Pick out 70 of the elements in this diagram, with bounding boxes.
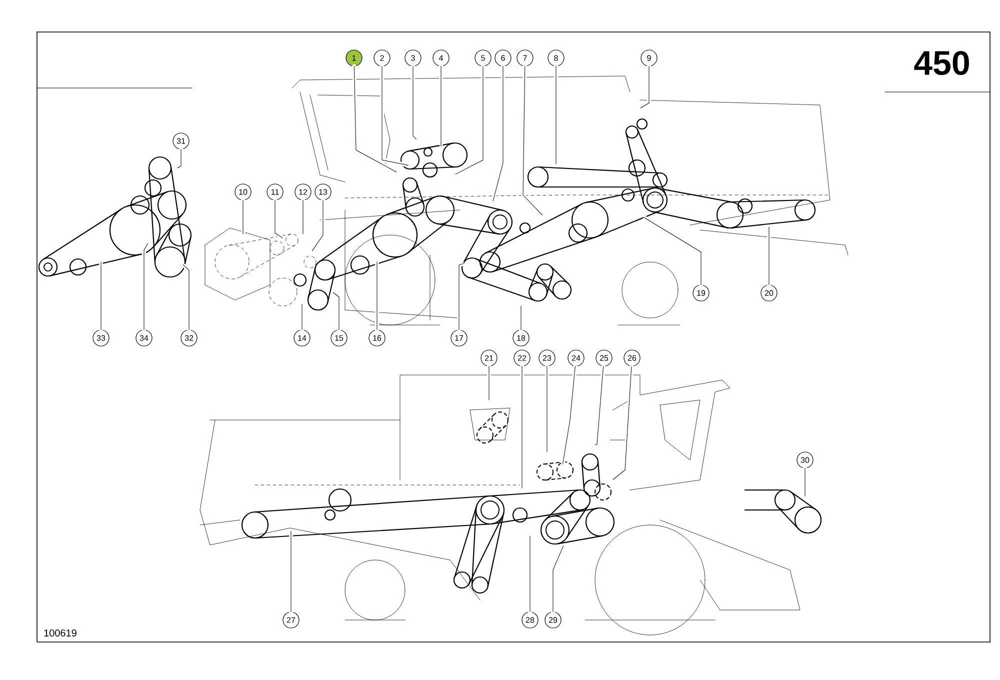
callout-number: 10 (234, 184, 252, 200)
callout-number: 31 (172, 132, 190, 150)
callout-number: 2 (374, 50, 390, 66)
callout-number: 3 (404, 50, 422, 66)
callout-number: 17 (450, 330, 468, 346)
leader-line (612, 364, 634, 480)
leader-line (455, 64, 485, 176)
callout-number: 29 (544, 612, 562, 628)
callout-number: 23 (538, 350, 556, 366)
leader-line (520, 364, 524, 488)
leader-line (545, 364, 549, 452)
leader-line (803, 466, 808, 496)
leader-line (301, 198, 305, 234)
leader-line (273, 198, 283, 239)
leader-line (311, 198, 325, 252)
callout-number: 26 (624, 350, 640, 366)
leader-line (332, 292, 341, 332)
callout-number: 15 (330, 330, 348, 346)
leader-line (521, 64, 543, 216)
callout-number: 5 (474, 50, 492, 66)
callout-number: 21 (480, 350, 498, 366)
leader-line (640, 64, 651, 109)
drawing-number: 100619 (44, 629, 76, 637)
callout-number: 7 (516, 50, 534, 66)
callout-number: 27 (282, 612, 300, 628)
leader-line (289, 530, 293, 614)
callout-number: 16 (368, 330, 386, 346)
callout-number: 6 (494, 50, 512, 66)
callout-number: 14 (294, 330, 310, 346)
callout-number: 20 (760, 284, 778, 302)
callout-number: 11 (266, 184, 284, 200)
leader-line (551, 545, 565, 614)
callout-number: 30 (796, 452, 814, 468)
leader-line (411, 64, 417, 140)
leader-line (528, 536, 532, 614)
leader-line (380, 64, 408, 167)
callout-number: 22 (514, 350, 530, 366)
leader-line (492, 64, 505, 202)
callout-number: 28 (522, 612, 538, 628)
leader-line (142, 243, 149, 332)
callout-number: 1 (346, 50, 362, 66)
callout-number: 9 (640, 50, 658, 66)
leader-line (182, 264, 191, 332)
leader-line (554, 64, 558, 164)
callout-number: 24 (568, 350, 584, 366)
callout-number: 13 (314, 184, 332, 200)
callout-number: 33 (92, 330, 110, 346)
leader-line (457, 262, 464, 332)
leader-line (439, 64, 443, 146)
page-number: 450 (914, 50, 969, 76)
leader-line (177, 147, 183, 169)
leader-line (375, 262, 379, 332)
leader-line (99, 262, 103, 332)
leader-line (241, 198, 245, 234)
leader-line (300, 304, 304, 332)
callout-number: 12 (294, 184, 312, 200)
callout-number: 8 (548, 50, 564, 66)
leader-line (487, 364, 491, 400)
callout-number: 34 (136, 330, 152, 346)
callout-number: 25 (596, 350, 612, 366)
callout-number: 32 (180, 330, 198, 346)
leader-line (352, 64, 397, 174)
leader-line (519, 306, 523, 332)
leader-line (767, 226, 771, 287)
leader-line (643, 216, 703, 287)
leader-line (561, 364, 578, 464)
callout-number: 4 (432, 50, 450, 66)
callout-number: 18 (512, 330, 530, 346)
leader-line (595, 364, 606, 446)
callout-number: 19 (692, 284, 710, 302)
